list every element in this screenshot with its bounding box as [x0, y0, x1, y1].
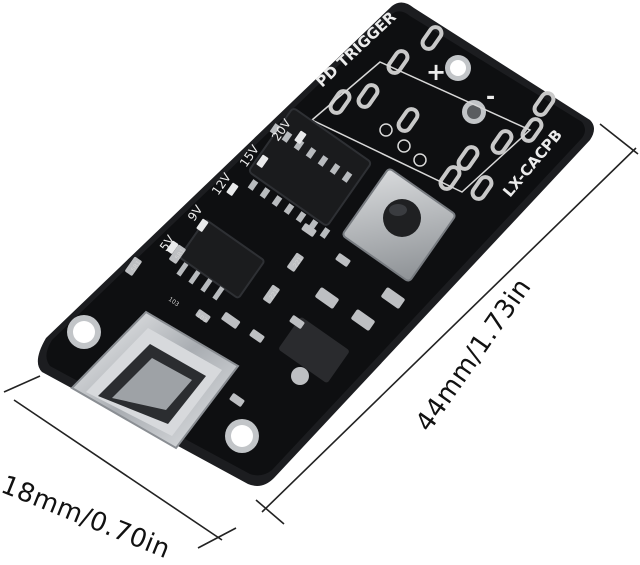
usb-c-connector	[70, 310, 240, 450]
pd-trigger-board: PD TRIGGER LX-CACPB + - 5V 9V 12V 15V 20…	[37, 2, 595, 486]
mounting-hole	[225, 419, 259, 453]
controller-chip	[247, 108, 372, 239]
width-dimension-line	[3, 375, 237, 549]
smd-components	[125, 223, 405, 407]
regulator-chip	[176, 219, 265, 301]
output-terminal-hole	[462, 100, 486, 124]
voltage-leds	[166, 130, 307, 254]
polarity-plus-label: +	[426, 58, 446, 86]
mosfet-chip	[279, 317, 349, 383]
slot-pads	[328, 25, 556, 201]
length-dimension-line	[255, 123, 639, 525]
tactile-button	[342, 168, 456, 282]
mounting-hole	[67, 315, 101, 349]
polarity-minus-label: -	[486, 85, 495, 110]
silkscreen-outline	[310, 61, 532, 193]
output-terminal-hole	[445, 55, 471, 81]
product-photo: PD TRIGGER LX-CACPB + - 5V 9V 12V 15V 20…	[3, 2, 639, 549]
